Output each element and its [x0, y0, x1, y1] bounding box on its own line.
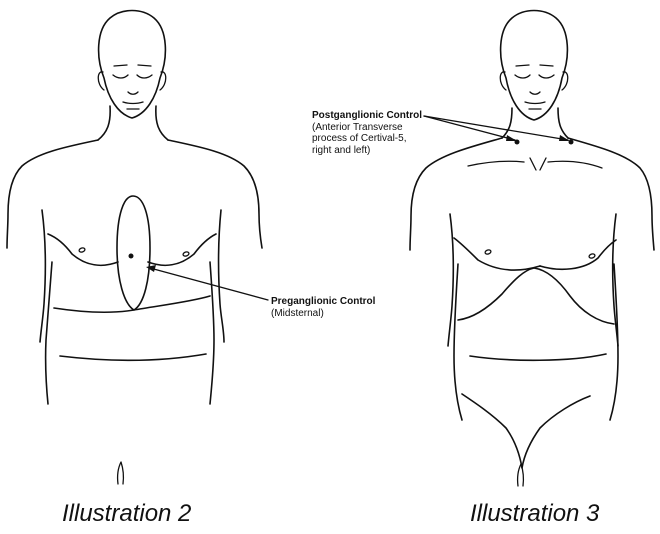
- postganglionic-arrowhead-left: [506, 135, 517, 141]
- c5-point-right: [569, 140, 574, 145]
- mouth: [123, 102, 143, 104]
- preganglionic-arrowhead: [146, 265, 156, 272]
- groin-outline: [462, 394, 590, 468]
- lower-abdomen-line: [470, 354, 606, 360]
- neck-right: [156, 106, 168, 140]
- head-outline-left: [99, 11, 166, 119]
- preganglionic-detail: (Midsternal): [271, 308, 324, 319]
- sternal-notch-right: [540, 158, 546, 170]
- navel-2: [518, 464, 524, 486]
- postganglionic-label: Postganglionic Control (Anterior Transve…: [312, 110, 424, 156]
- shoulder-left: [7, 140, 98, 248]
- eye-left: [113, 75, 128, 78]
- preganglionic-leader-line: [150, 268, 268, 300]
- eye-left-2: [515, 75, 530, 78]
- inner-arm-right: [219, 210, 224, 342]
- eye-right-2: [539, 75, 554, 78]
- nipple-right-2: [588, 253, 595, 259]
- postganglionic-title: Postganglionic Control: [312, 110, 424, 122]
- brow-right: [138, 65, 151, 66]
- illustration-3-figure: [410, 11, 654, 487]
- shoulder-right: [168, 140, 262, 248]
- rib-line: [54, 296, 210, 312]
- postganglionic-detail: (Anterior Transverse process of Certival…: [312, 122, 406, 156]
- midsternal-point: [129, 254, 134, 259]
- preganglionic-title: Preganglionic Control: [271, 296, 375, 308]
- nipple-left: [78, 247, 85, 253]
- nose-2: [530, 92, 540, 94]
- sternal-notch-left: [530, 158, 536, 170]
- pectoral-left-2: [454, 238, 540, 270]
- brow-right-2: [540, 65, 553, 66]
- torso-side-left: [46, 262, 52, 404]
- neck-left-2: [502, 108, 512, 138]
- clavicle-left: [468, 161, 524, 166]
- illustration-2-figure: [7, 11, 262, 485]
- nipple-right: [182, 251, 189, 257]
- clavicle-right: [548, 161, 602, 168]
- abdomen-line: [60, 354, 206, 360]
- pectoral-left: [48, 234, 118, 265]
- shoulder-right-2: [568, 138, 654, 250]
- pectoral-right-2: [540, 240, 616, 269]
- preganglionic-label: Preganglionic Control (Midsternal): [271, 296, 375, 319]
- illustration-3-caption: Illustration 3: [470, 500, 599, 528]
- navel: [118, 462, 124, 484]
- torso-side-right: [210, 262, 214, 404]
- neck-right-2: [558, 108, 568, 138]
- mouth-2: [525, 102, 545, 104]
- sternum-outline: [117, 196, 150, 310]
- torso-side-right-2: [610, 264, 618, 420]
- inner-arm-left: [40, 210, 45, 342]
- brow-left-2: [516, 65, 529, 66]
- nose: [128, 92, 138, 94]
- neck-left: [98, 106, 110, 140]
- brow-left: [114, 65, 127, 66]
- postganglionic-leader-left: [424, 116, 515, 140]
- postganglionic-leader-right: [424, 116, 568, 140]
- inner-arm-left-2: [448, 214, 453, 346]
- torso-side-left-2: [454, 264, 462, 420]
- eye-right: [137, 75, 152, 78]
- illustration-2-caption: Illustration 2: [62, 500, 191, 528]
- pectoral-right: [148, 234, 216, 265]
- nipple-left-2: [484, 249, 491, 255]
- rib-arch: [458, 268, 614, 324]
